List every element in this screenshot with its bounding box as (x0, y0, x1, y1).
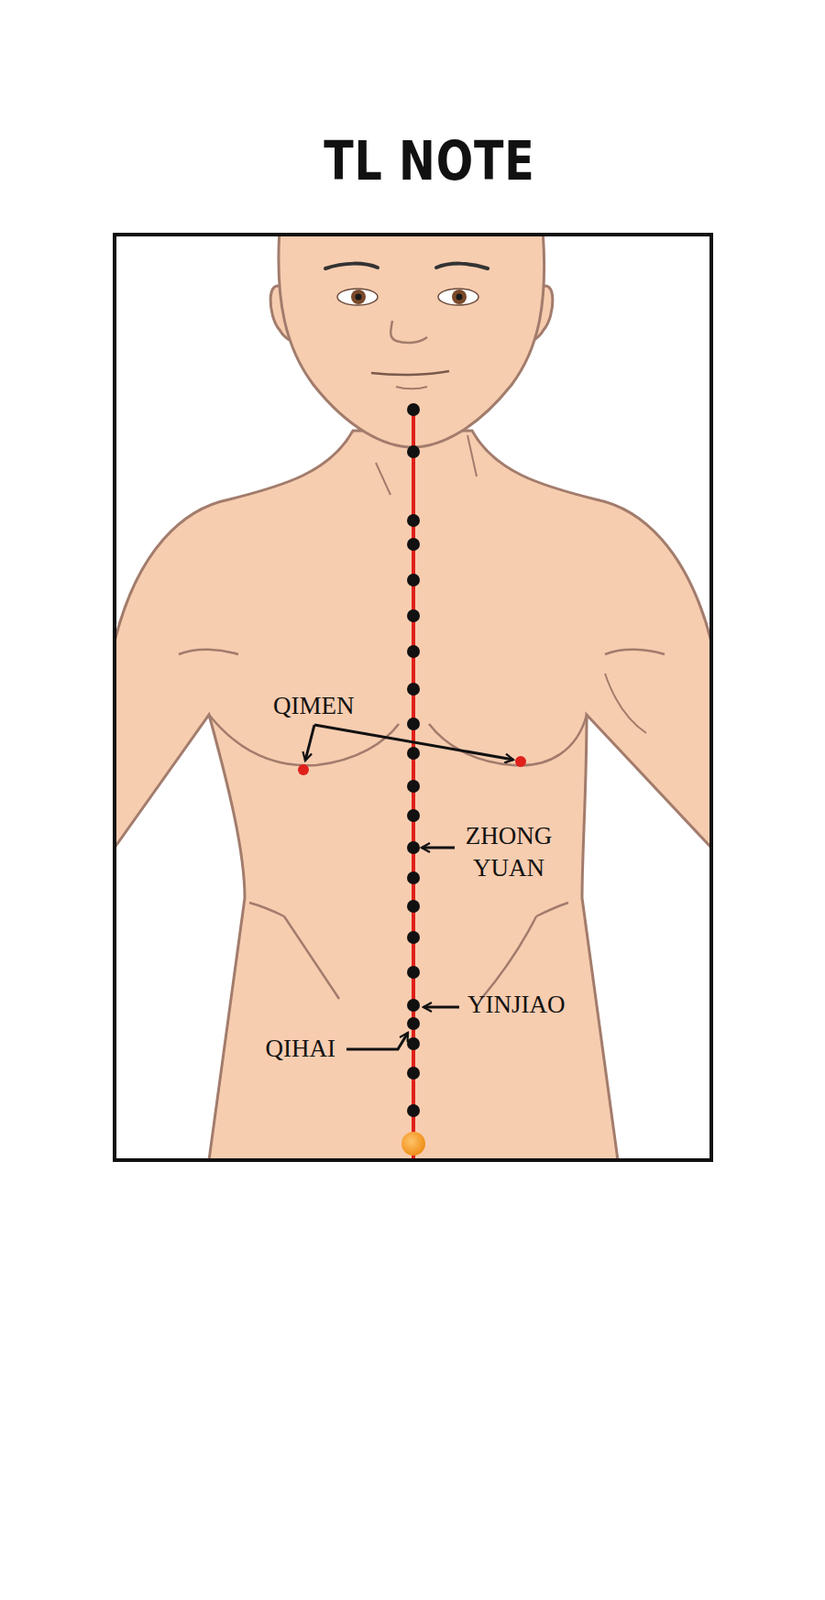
eyebrow (436, 264, 488, 269)
leader-line (305, 725, 315, 761)
acupoint-dot (407, 809, 420, 823)
acupoint-dot (407, 538, 420, 551)
acupoint-dot (407, 966, 420, 979)
acupoint-dot (407, 1037, 420, 1051)
acupoint-dot (407, 645, 420, 659)
hip-line (249, 902, 285, 917)
leader-line (314, 725, 514, 760)
qimen-point (515, 756, 527, 768)
acupoint-dot (407, 573, 420, 587)
point-label: QIHAI (265, 1033, 336, 1066)
abdominal-line (284, 916, 340, 1000)
acupoint-dot (407, 780, 420, 793)
eye (337, 288, 378, 306)
pectoral (209, 715, 399, 766)
acupoint-dot (407, 514, 420, 528)
point-label: QIMEN (273, 690, 355, 723)
pupil (355, 294, 363, 301)
acupoint-dot (407, 682, 420, 696)
mouth (371, 371, 450, 375)
hip-line (536, 902, 569, 917)
acupoint-dot (407, 871, 420, 885)
nose (390, 320, 428, 343)
leader-line (421, 847, 455, 850)
arm-line (605, 673, 647, 734)
acupoint-dot (407, 747, 420, 760)
neck-line (375, 462, 391, 495)
orange-point (401, 1132, 426, 1156)
acupoint-dot (407, 900, 420, 913)
leader-line (423, 1006, 460, 1010)
acupoint-dot (407, 609, 420, 623)
figure (114, 234, 712, 1161)
neck-line (467, 435, 477, 477)
acupoint-dot (407, 1104, 420, 1118)
lip-line (396, 386, 428, 389)
title: TL NOTE (323, 130, 535, 193)
abdominal-line (481, 916, 537, 1000)
acupoint-dots (407, 403, 420, 1118)
acupoint-dot (407, 1017, 420, 1031)
leader-line (346, 1033, 408, 1050)
arm-crease (605, 649, 665, 655)
iris (451, 289, 467, 305)
acupoint-dot (407, 717, 420, 731)
frame (114, 234, 712, 1161)
eyebrow (325, 264, 378, 269)
acupoint-dot (407, 931, 420, 945)
point-label: ZHONG YUAN (458, 820, 560, 885)
acupoint-dot (407, 841, 420, 855)
arm-crease (178, 649, 239, 655)
qimen-point (297, 764, 309, 776)
eye (438, 288, 479, 306)
acupoint-dot (407, 999, 420, 1012)
pupil (456, 294, 463, 301)
point-label: YINJIAO (467, 989, 565, 1022)
acupoint-dot (407, 1067, 420, 1080)
acupoint-dot (407, 445, 420, 459)
iris (351, 289, 366, 305)
head (278, 234, 545, 448)
acupoint-dot (407, 403, 420, 417)
